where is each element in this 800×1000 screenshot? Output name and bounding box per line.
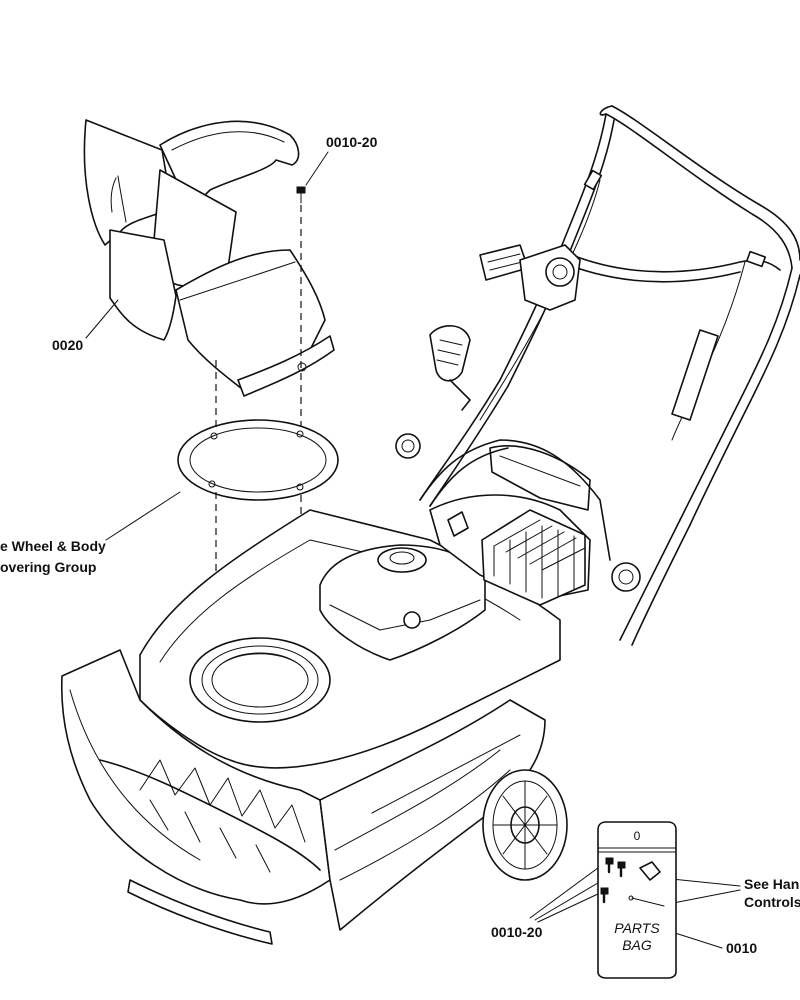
label-chute: 0020	[52, 337, 84, 353]
chute-deflector	[83, 119, 335, 397]
bag-text-line1: PARTS	[614, 920, 660, 936]
label-bolt-bag: 0010-20	[491, 924, 543, 940]
label-see-wheel-line2: overing Group	[0, 559, 97, 575]
label-bag-part: 0010	[726, 940, 758, 956]
handle-assembly	[395, 105, 800, 646]
engine	[319, 439, 611, 661]
bag-number: 0	[633, 829, 641, 843]
chute-ring	[177, 419, 339, 501]
label-bolt-top: 0010-20	[326, 134, 378, 150]
label-see-handle-line1: See Han	[744, 876, 800, 892]
label-see-wheel-line1: e Wheel & Body	[0, 538, 106, 554]
bag-text-line2: BAG	[622, 937, 652, 953]
parts-bag	[597, 821, 677, 979]
label-see-handle-line2: Controls	[744, 894, 800, 910]
